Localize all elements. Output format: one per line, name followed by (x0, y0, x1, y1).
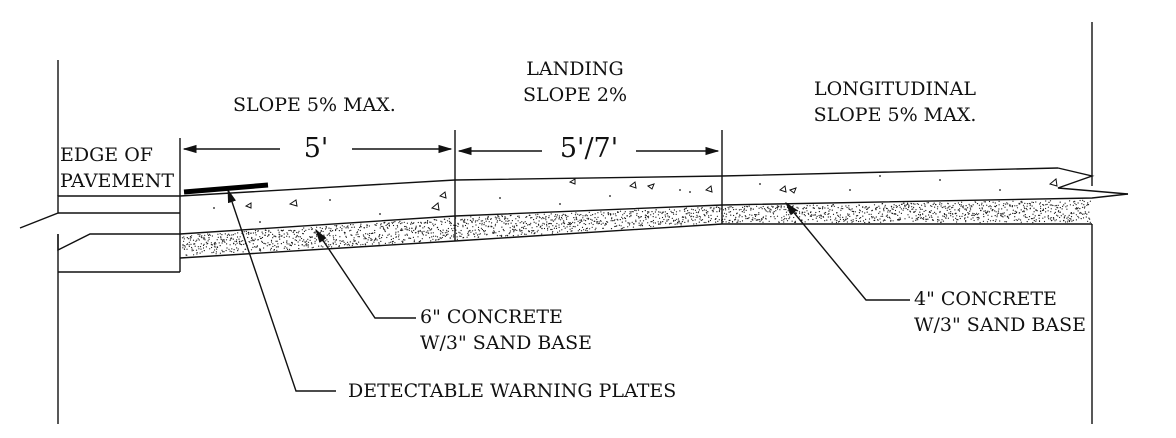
ramp-slope-label: SLOPE 5% MAX. (233, 94, 396, 116)
edge-of-pavement-line1: EDGE OF (60, 144, 153, 166)
concrete-4in-line1: 4" CONCRETE (914, 288, 1057, 310)
concrete-6in-label: 6" CONCRETE W/3" SAND BASE (420, 304, 592, 356)
right-break-line (1057, 167, 1129, 195)
pavement-lower-break (57, 233, 180, 252)
longitudinal-line2: SLOPE 5% MAX. (813, 104, 977, 126)
edge-of-pavement-line2: PAVEMENT (60, 170, 175, 192)
landing-slope-label: LANDING SLOPE 2% (510, 56, 640, 108)
concrete-aggregate (244, 178, 1058, 211)
sand-base-stipple (181, 199, 1091, 256)
sand-bottom-line (179, 223, 1092, 259)
detectable-warning-plates-label: DETECTABLE WARNING PLATES (348, 380, 677, 402)
concrete-6in-line1: 6" CONCRETE (420, 306, 563, 328)
dimension-ramp-length: 5' (303, 133, 329, 164)
dimension-landing-length: 5'/7' (559, 133, 619, 164)
leader-6in-concrete (315, 228, 416, 319)
slab-top-surface (179, 167, 1059, 197)
longitudinal-slope-label: LONGITUDINAL SLOPE 5% MAX. (800, 76, 990, 128)
leader-warning-plates (227, 188, 336, 392)
edge-of-pavement-label: EDGE OF PAVEMENT (60, 142, 174, 194)
detectable-warning-plate (183, 182, 269, 195)
concrete-specks (213, 175, 1001, 227)
concrete-6in-line2: W/3" SAND BASE (420, 332, 593, 354)
concrete-4in-line2: W/3" SAND BASE (914, 314, 1087, 336)
pavement-break-line (19, 195, 180, 229)
concrete-4in-label: 4" CONCRETE W/3" SAND BASE (914, 286, 1086, 338)
longitudinal-line1: LONGITUDINAL (814, 78, 976, 100)
landing-line1: LANDING (526, 58, 624, 80)
leader-4in-concrete (785, 201, 910, 301)
landing-line2: SLOPE 2% (522, 84, 628, 106)
